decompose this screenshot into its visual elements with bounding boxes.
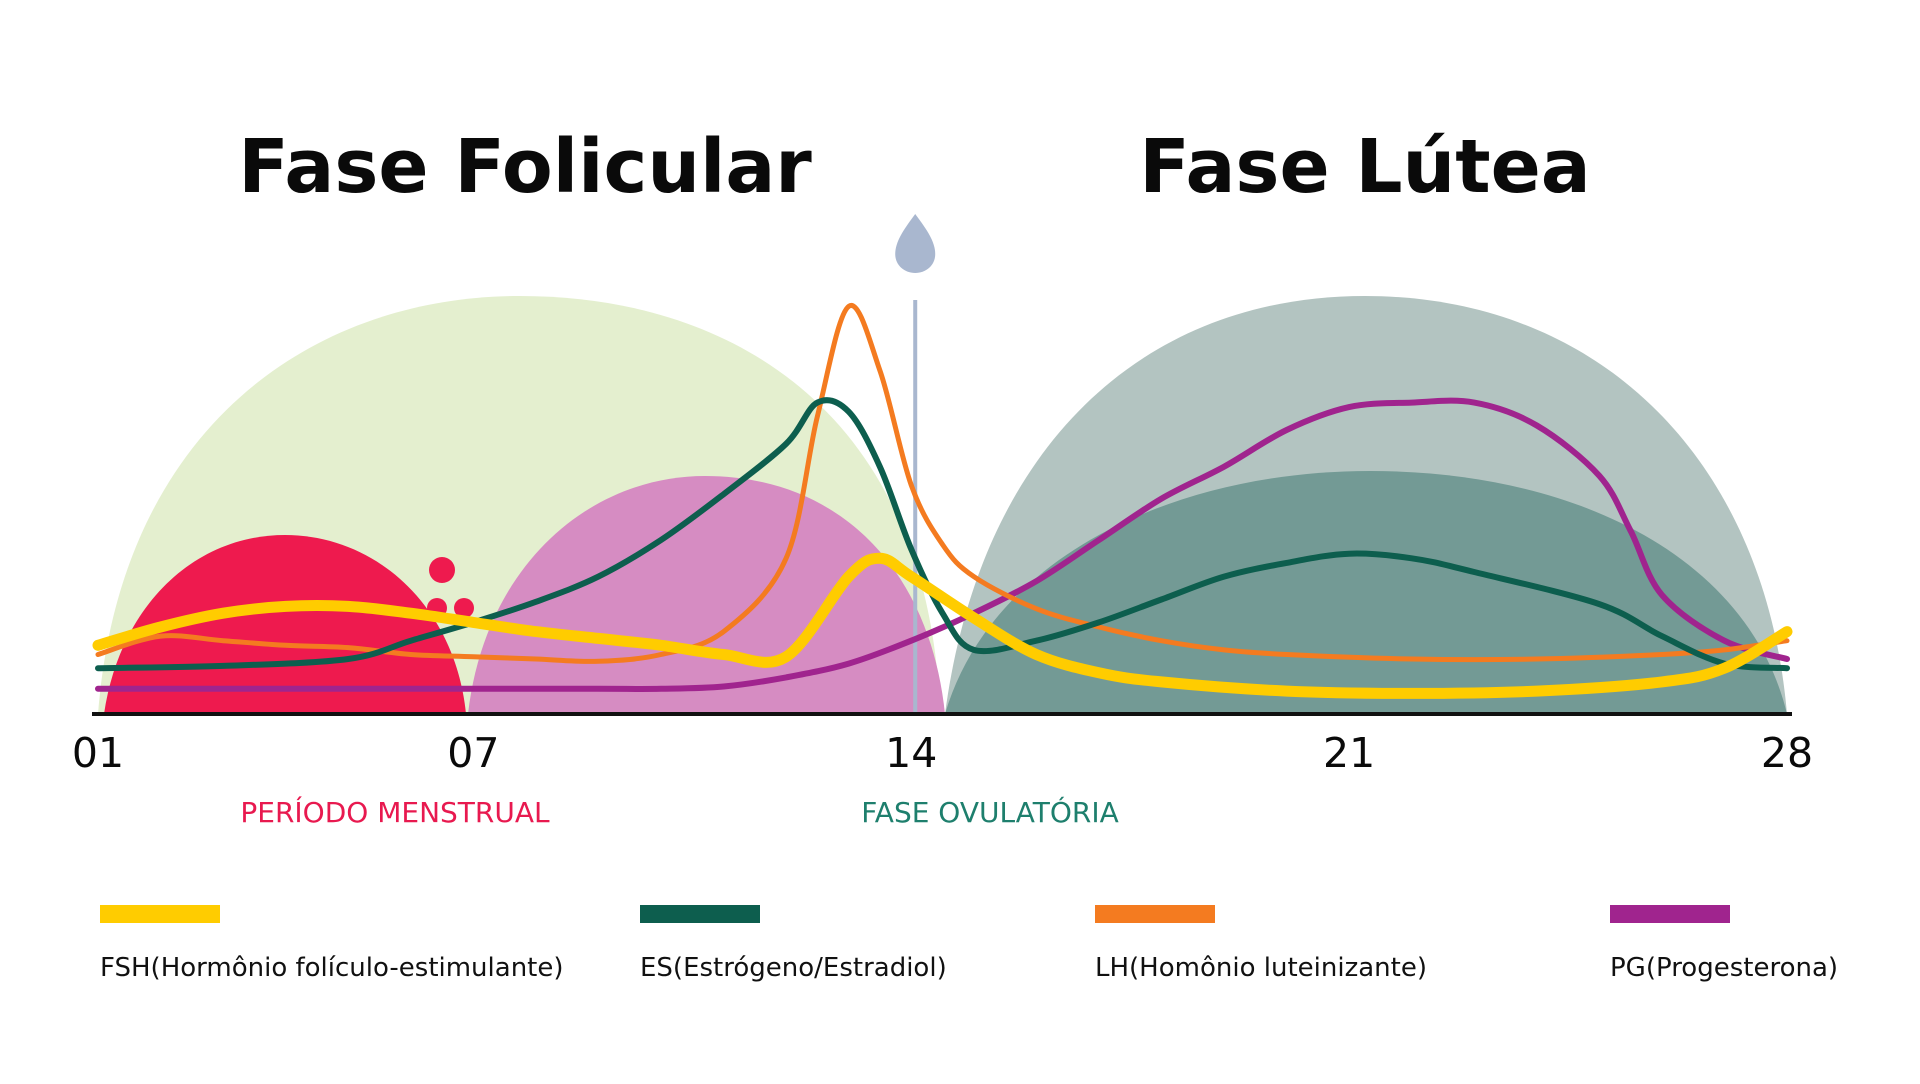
title-luteal-phase: Fase Lútea	[1139, 124, 1590, 210]
menstrual-period-label: PERÍODO MENSTRUAL	[240, 795, 550, 829]
legend-label-estrogen: ES(Estrógeno/Estradiol)	[640, 953, 947, 983]
hormone-series	[92, 303, 1793, 699]
title-follicular-phase: Fase Folicular	[238, 124, 812, 210]
ovulation-drop-icon	[895, 214, 936, 273]
series-line-progesterone	[95, 397, 1790, 692]
legend-swatch-progesterone	[1610, 905, 1730, 923]
x-tick-label-14: 14	[885, 729, 937, 777]
pre-ovulatory-area	[468, 476, 945, 714]
x-axis: 01 07 14 21 28	[72, 712, 1813, 777]
x-tick-label-07: 07	[447, 729, 499, 777]
menstrual-drop-large	[429, 557, 455, 583]
legend-swatch-lh	[1095, 905, 1215, 923]
legend: FSH(Hormônio folículo-estimulante) ES(Est…	[100, 905, 1838, 983]
menstrual-drop-small-right	[454, 598, 474, 618]
chart-text: Fase Folicular Fase Lútea PERÍODO MENSTR…	[238, 124, 1591, 829]
legend-label-fsh: FSH(Hormônio folículo-estimulante)	[100, 953, 564, 983]
legend-label-progesterone: PG(Progesterona)	[1610, 953, 1838, 983]
legend-swatch-estrogen	[640, 905, 760, 923]
x-tick-label-28: 28	[1761, 729, 1813, 777]
legend-label-lh: LH(Homônio luteinizante)	[1095, 953, 1427, 983]
series-line-fsh	[92, 552, 1793, 699]
series-line-lh	[95, 303, 1790, 664]
legend-swatch-fsh	[100, 905, 220, 923]
ovulatory-phase-label: FASE OVULATÓRIA	[861, 795, 1118, 829]
luteal-inner-area	[945, 471, 1787, 714]
x-tick-label-01: 01	[72, 729, 124, 777]
phase-backgrounds	[98, 214, 1787, 714]
x-tick-label-21: 21	[1323, 729, 1375, 777]
